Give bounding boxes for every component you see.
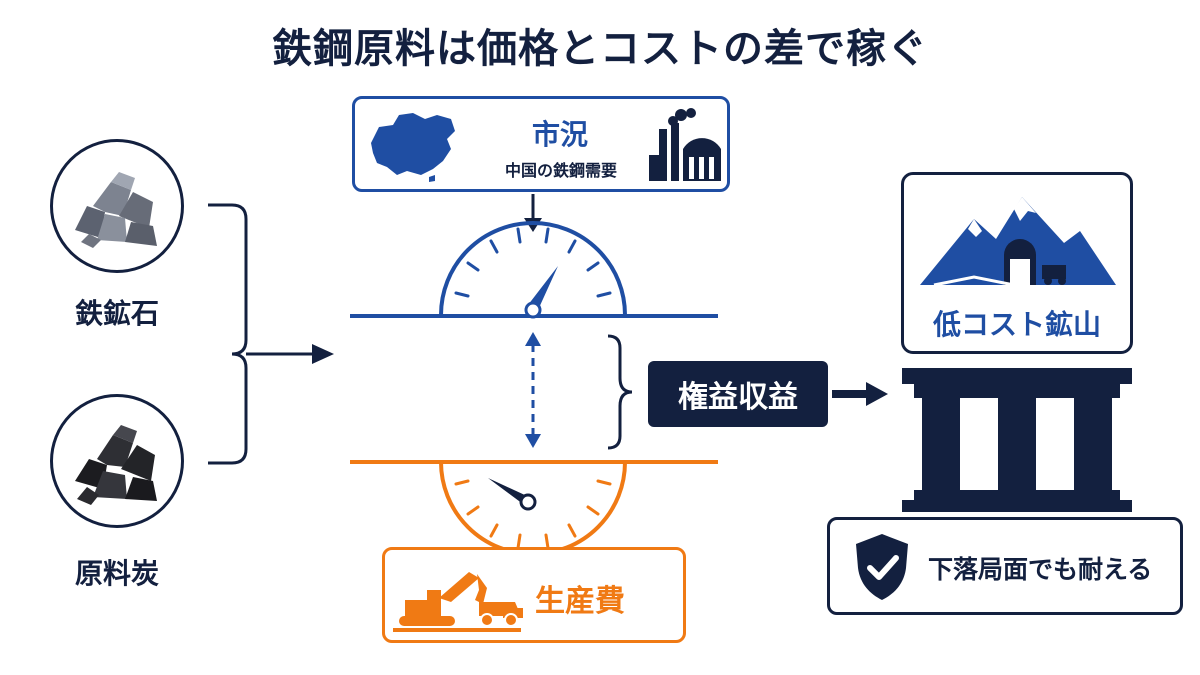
resilience-box: 下落局面でも耐える <box>827 517 1183 615</box>
low-cost-mine-label: 低コスト鉱山 <box>932 308 1101 341</box>
pillar-building-icon <box>902 368 1132 512</box>
coking-coal-circle <box>50 394 184 528</box>
china-map-icon <box>371 113 455 182</box>
profit-box: 権益収益 <box>648 361 828 427</box>
margin-brace <box>607 334 633 450</box>
coking-coal-icon <box>75 425 157 505</box>
market-to-gauge-arrow <box>524 194 542 232</box>
market-title: 市況 <box>531 118 588 151</box>
production-cost-box: 生産費 <box>382 547 686 643</box>
price-gauge <box>350 221 718 319</box>
excavator-icon <box>393 572 523 632</box>
margin-arrow <box>525 332 541 448</box>
iron-ore-circle <box>50 139 184 273</box>
dump-truck-icon <box>479 602 523 627</box>
low-cost-mine-box: 低コスト鉱山 <box>901 172 1133 354</box>
market-subtitle: 中国の鉄鋼需要 <box>504 161 617 180</box>
production-cost-title: 生産費 <box>535 584 625 619</box>
inputs-arrow-head <box>312 344 334 364</box>
market-box: 市況 中国の鉄鋼需要 <box>352 96 730 192</box>
resilience-label: 下落局面でも耐える <box>928 555 1153 584</box>
shield-check-icon <box>856 534 908 600</box>
page-title: 鉄鋼原料は価格とコストの差で稼ぐ <box>272 26 928 72</box>
steel-factory-icon <box>649 108 721 181</box>
cost-gauge <box>350 460 718 556</box>
profit-to-mine-arrow <box>832 382 888 406</box>
iron-ore-icon <box>75 172 157 248</box>
iron-ore-label: 鉄鉱石 <box>74 297 159 330</box>
inputs-connector <box>208 203 312 465</box>
mine-mountain-icon <box>920 197 1116 287</box>
coking-coal-label: 原料炭 <box>74 557 159 590</box>
